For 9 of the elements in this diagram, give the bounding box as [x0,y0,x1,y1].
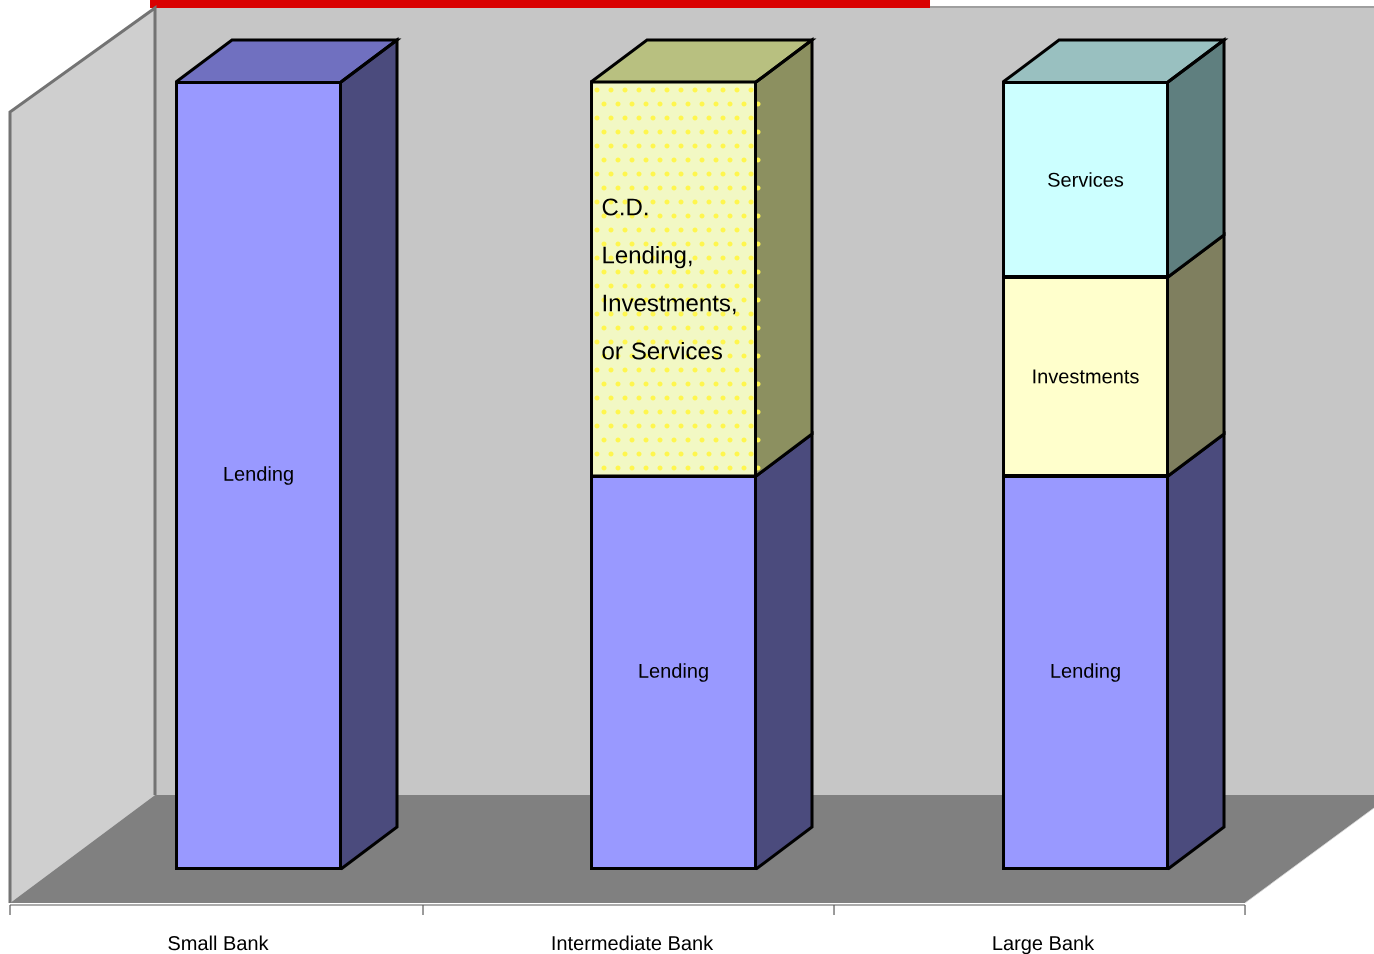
bar-segment: Lending [175,81,342,870]
bar-segment: Lending [590,475,757,870]
bar-segment: Services [1002,81,1169,278]
category-label: Intermediate Bank [552,935,714,951]
bar-segment: C.D. Lending, Investments, or Services [590,80,761,478]
category-label: Small Bank [168,935,269,951]
category-label: Large Bank [993,935,1095,954]
bar-segment: Investments [1002,276,1169,477]
bar-segment: Lending [1002,475,1169,870]
